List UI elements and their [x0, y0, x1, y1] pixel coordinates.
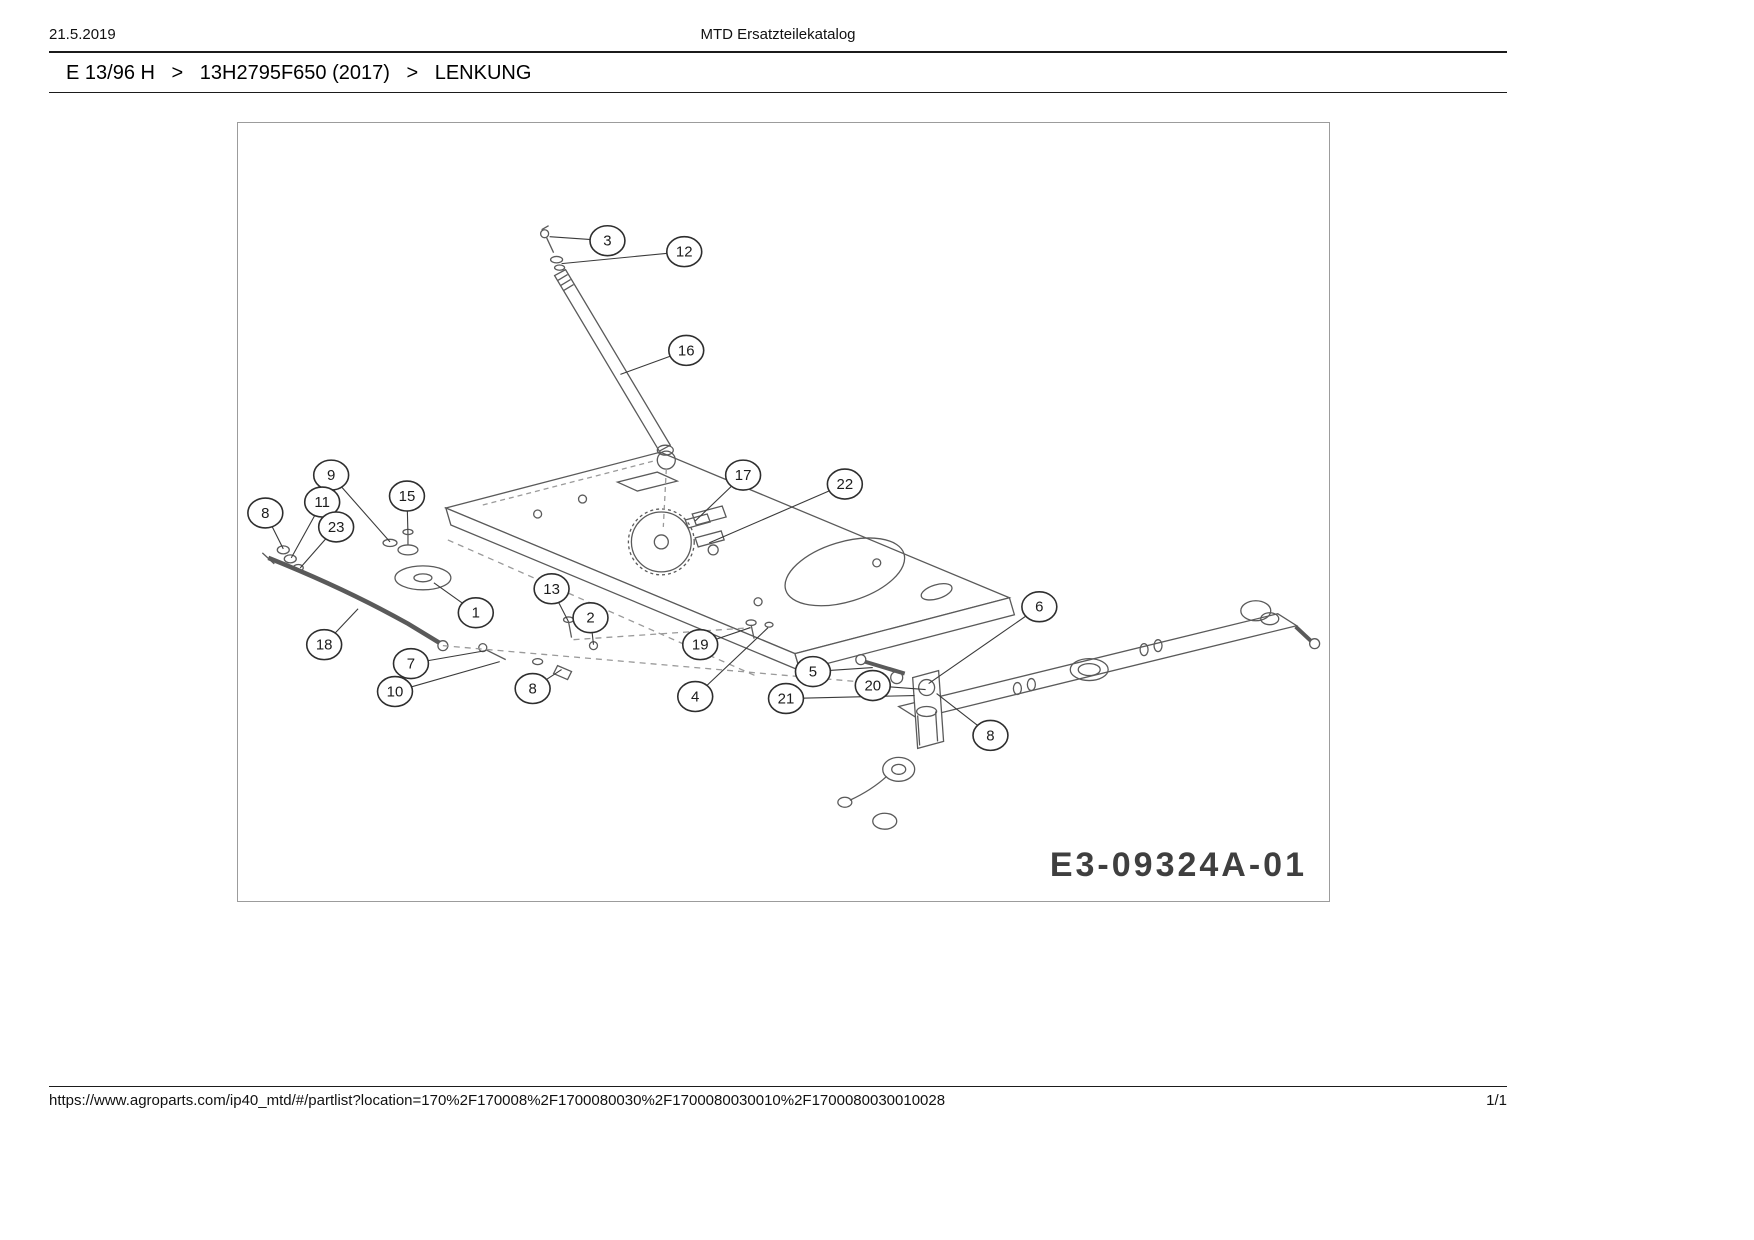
callout-balloon: 12 [561, 235, 703, 268]
svg-text:13: 13 [543, 581, 560, 598]
callout-balloon: 23 [299, 511, 355, 569]
svg-text:3: 3 [603, 233, 611, 250]
callout-balloon: 16 [620, 334, 705, 375]
footer-url: https://www.agroparts.com/ip40_mtd/#/par… [49, 1092, 946, 1109]
document-title: MTD Ersatzteilekatalog [700, 26, 856, 43]
svg-text:21: 21 [778, 691, 795, 708]
callout-balloon: 4 [676, 627, 769, 713]
svg-text:1: 1 [472, 605, 480, 622]
callout-layer: 3 12 16 9 15 8 11 23 17 22 1 13 2 19 6 18 710 8 4 5 21 20 8 [247, 224, 1058, 752]
breadcrumb: E 13/96 H > 13H2795F650 (2017) > LENKUNG [66, 62, 531, 85]
svg-text:17: 17 [735, 467, 752, 484]
footer-rule [49, 1086, 1507, 1087]
callout-balloon: 17 [694, 459, 762, 522]
callout-balloon: 13 [533, 573, 570, 622]
callout-balloon: 8 [936, 693, 1009, 752]
breadcrumb-rule [49, 92, 1507, 93]
callout-balloon: 20 [854, 669, 926, 702]
breadcrumb-section: LENKUNG [434, 62, 532, 84]
breadcrumb-model: E 13/96 H [66, 62, 155, 84]
svg-text:22: 22 [837, 476, 854, 493]
svg-text:11: 11 [314, 494, 330, 511]
callout-balloon: 9 [312, 459, 391, 543]
callout-balloon: 8 [514, 669, 562, 705]
callout-balloon: 19 [681, 627, 751, 661]
svg-text:20: 20 [864, 678, 881, 695]
header-rule [49, 51, 1507, 53]
exploded-diagram: 3 12 16 9 15 8 11 23 17 22 1 13 2 19 6 18 710 8 4 5 21 20 8 [247, 224, 1321, 830]
svg-text:15: 15 [399, 488, 416, 505]
svg-text:5: 5 [809, 664, 817, 681]
callout-balloon: 15 [388, 480, 426, 534]
svg-text:16: 16 [678, 342, 695, 359]
svg-text:2: 2 [586, 610, 594, 627]
svg-text:8: 8 [528, 681, 536, 698]
svg-text:12: 12 [676, 244, 693, 261]
callout-balloon: 18 [305, 608, 359, 661]
svg-text:7: 7 [407, 656, 415, 673]
callout-balloon: 21 [767, 682, 915, 715]
callout-balloon: 22 [708, 468, 864, 544]
svg-text:10: 10 [387, 684, 404, 701]
svg-text:9: 9 [327, 467, 335, 484]
callout-balloon: 2 [572, 601, 609, 645]
callout-balloon: 3 [549, 224, 626, 257]
svg-text:8: 8 [986, 727, 994, 744]
page-number: 1/1 [1486, 1092, 1507, 1109]
callout-balloon: 5 [794, 655, 873, 688]
diagram-code: E3-09324A-01 [1049, 846, 1307, 884]
callout-balloon: 8 [247, 497, 284, 550]
callout-balloon: 1 [433, 582, 495, 629]
breadcrumb-serial: 13H2795F650 (2017) [199, 62, 390, 84]
callout-balloon: 6 [928, 590, 1058, 685]
breadcrumb-separator: > [406, 62, 419, 84]
callout-balloon: 7 [392, 647, 486, 680]
callout-balloon: 10 [376, 661, 500, 708]
breadcrumb-separator: > [171, 62, 184, 84]
callout-balloon: 11 [290, 486, 341, 559]
svg-text:19: 19 [692, 637, 709, 654]
svg-text:6: 6 [1035, 599, 1043, 616]
exploded-drawing [261, 225, 1321, 830]
svg-text:8: 8 [261, 505, 269, 522]
print-date: 21.5.2019 [49, 26, 116, 43]
svg-text:18: 18 [316, 637, 333, 654]
svg-text:23: 23 [328, 519, 345, 536]
svg-text:4: 4 [691, 689, 699, 706]
